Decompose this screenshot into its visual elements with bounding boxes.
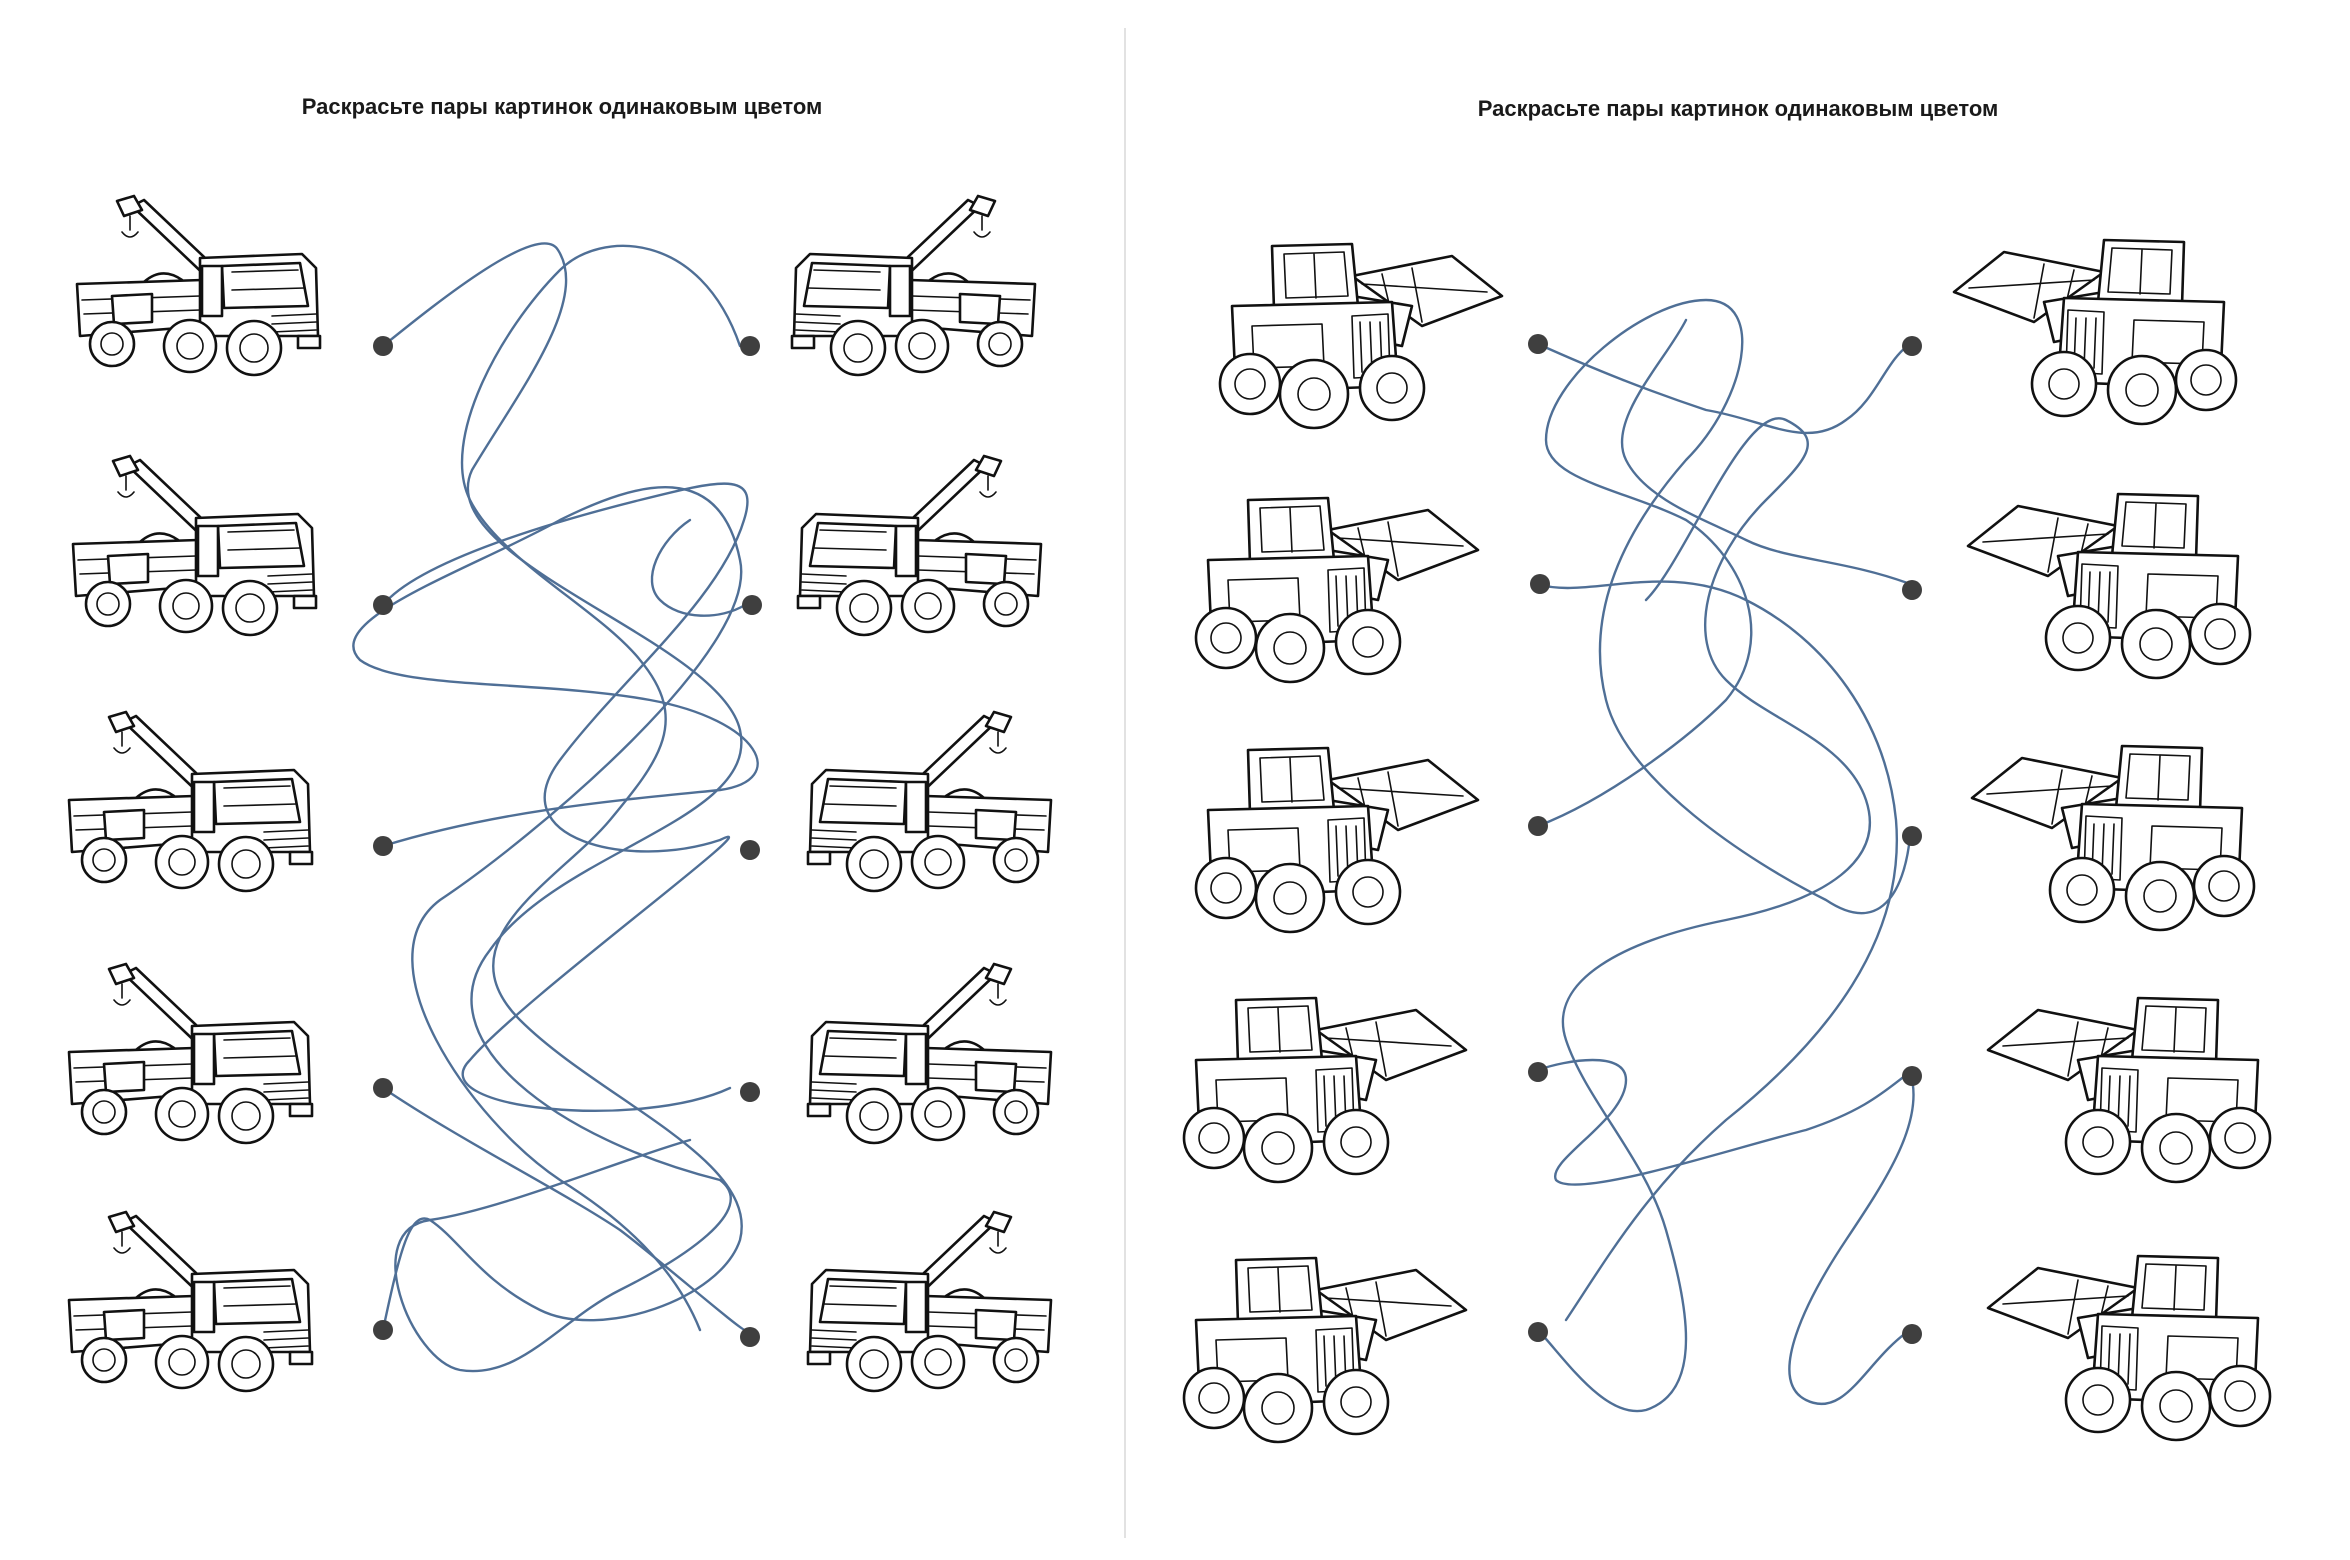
dot-left-5[interactable]: [373, 1320, 393, 1340]
dot-right-3[interactable]: [740, 840, 760, 860]
maze-line-6[interactable]: [1620, 318, 1912, 586]
left-dots: [1528, 334, 1550, 1342]
dot-left-1[interactable]: [1528, 334, 1548, 354]
maze-line-5[interactable]: [381, 244, 743, 1332]
maze-line-2[interactable]: [1536, 580, 1899, 1322]
right-picture-1: [1954, 240, 2236, 424]
dot-right-5[interactable]: [1902, 1324, 1922, 1344]
dot-right-2[interactable]: [1902, 580, 1922, 600]
right-picture-3: [1972, 746, 2254, 930]
right-picture-5: [1988, 1256, 2270, 1440]
right-picture-2: [1968, 494, 2250, 678]
maze-line-7[interactable]: [1788, 1070, 1915, 1406]
maze-line-1[interactable]: [381, 242, 743, 1373]
dot-right-4[interactable]: [1902, 1066, 1922, 1086]
maze-line-1[interactable]: [1536, 342, 1912, 435]
dot-left-4[interactable]: [1528, 1062, 1548, 1082]
left-picture-5: [67, 1210, 314, 1393]
maze-line-3[interactable]: [352, 486, 759, 1332]
dot-left-2[interactable]: [1530, 574, 1550, 594]
left-picture-3: [1194, 746, 1480, 934]
dot-left-1[interactable]: [373, 336, 393, 356]
left-picture-1: [75, 194, 322, 377]
dot-left-3[interactable]: [1528, 816, 1548, 836]
page-title: Раскрасьте пары картинок одинаковым цвет…: [1477, 96, 1999, 121]
dot-left-4[interactable]: [373, 1078, 393, 1098]
worksheet-page-left: Раскрасьте пары картинок одинаковым цвет…: [0, 0, 1124, 1560]
left-picture-2: [1194, 496, 1480, 684]
right-picture-2: [798, 456, 1041, 635]
left-picture-4: [67, 962, 314, 1145]
dot-left-2[interactable]: [373, 595, 393, 615]
maze-line-4[interactable]: [381, 1086, 747, 1332]
dot-right-1[interactable]: [740, 336, 760, 356]
worksheet-page-right: Раскрасьте пары картинок одинаковым цвет…: [1126, 0, 2350, 1560]
dot-left-3[interactable]: [373, 836, 393, 856]
dot-right-2[interactable]: [742, 595, 762, 615]
left-picture-3: [67, 710, 314, 893]
page-divider: [1124, 28, 1126, 1538]
dot-right-3[interactable]: [1902, 826, 1922, 846]
right-picture-3: [808, 712, 1051, 891]
maze-line-6[interactable]: [650, 518, 747, 617]
dot-right-1[interactable]: [1902, 336, 1922, 356]
dot-right-4[interactable]: [740, 1082, 760, 1102]
right-picture-1: [792, 196, 1035, 375]
dot-right-5[interactable]: [740, 1327, 760, 1347]
maze-board-left: [67, 194, 1124, 1393]
maze-line-4[interactable]: [1536, 1058, 1912, 1186]
page-title: Раскрасьте пары картинок одинаковым цвет…: [301, 94, 823, 119]
left-picture-1: [1218, 242, 1504, 430]
right-dots: [1902, 336, 1922, 1344]
maze-board-right: [1182, 0, 2350, 1444]
left-picture-4: [1182, 996, 1468, 1184]
maze-line-2[interactable]: [381, 482, 749, 1112]
left-dots: [373, 336, 393, 1340]
right-picture-4: [808, 964, 1051, 1143]
left-picture-2: [71, 454, 318, 637]
maze-line-5[interactable]: [1536, 417, 1872, 1413]
dot-left-5[interactable]: [1528, 1322, 1548, 1342]
right-dots: [740, 336, 762, 1347]
right-picture-5: [808, 1212, 1051, 1391]
left-picture-5: [1182, 1256, 1468, 1444]
maze-line-3[interactable]: [1536, 298, 1912, 915]
right-picture-4: [1988, 998, 2270, 1182]
